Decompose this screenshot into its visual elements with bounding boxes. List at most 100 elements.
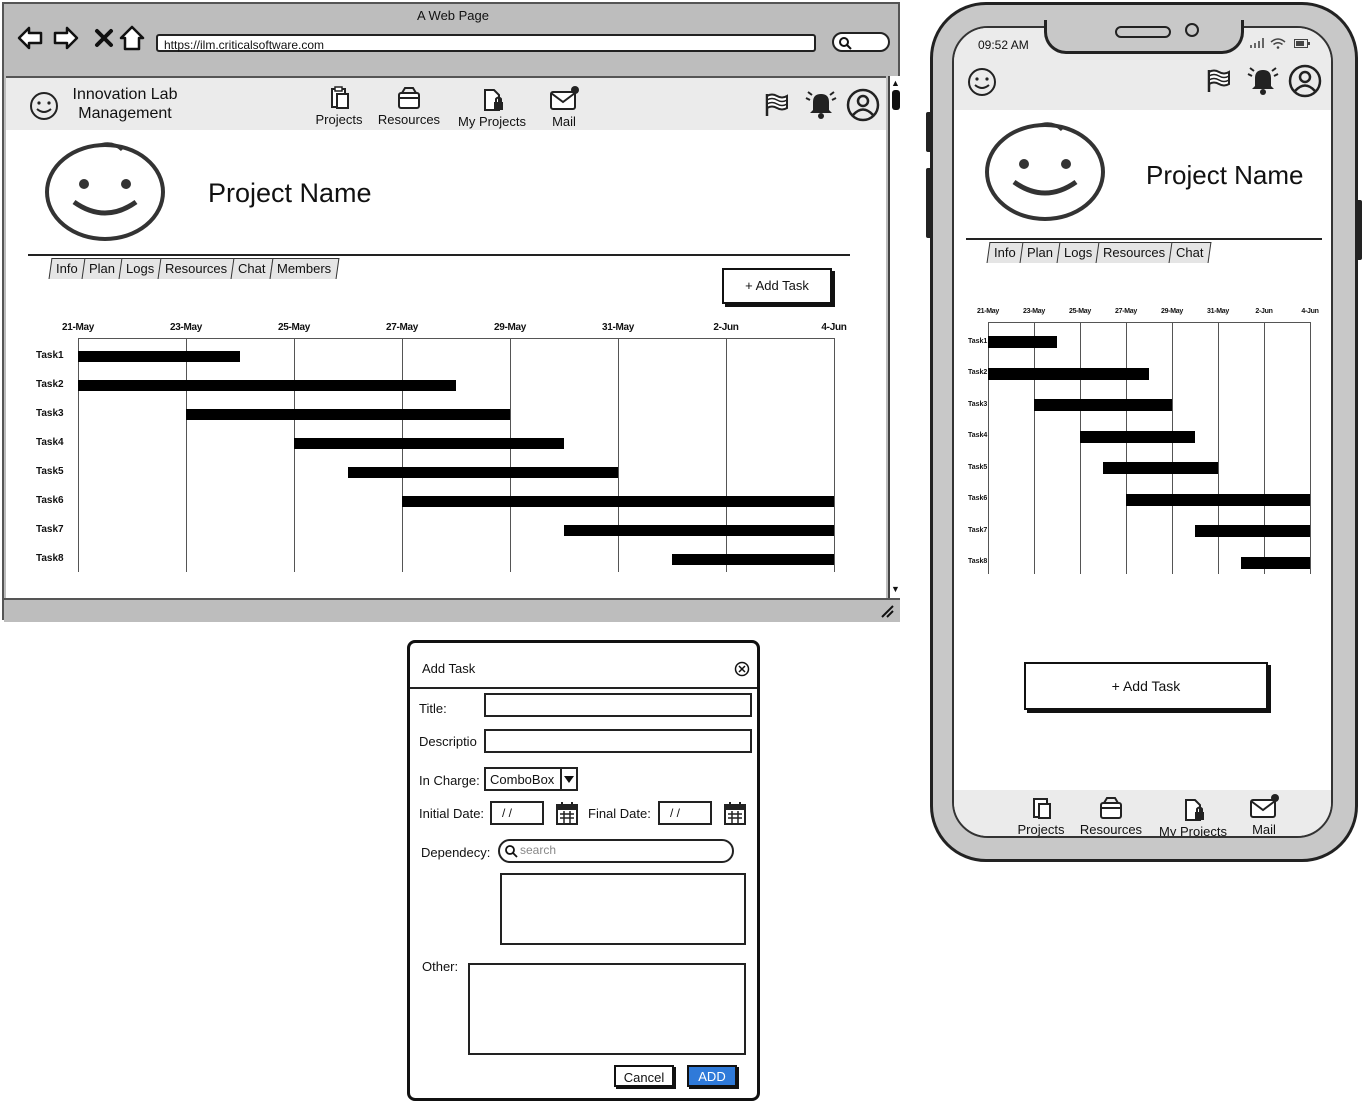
gantt-bar-task3[interactable] bbox=[186, 408, 510, 420]
gantt-bar-task7[interactable] bbox=[1195, 525, 1310, 537]
battery-icon bbox=[1294, 39, 1310, 48]
phone-nav-mail-label: Mail bbox=[1252, 822, 1276, 837]
nav-my-projects[interactable]: My Projects bbox=[456, 88, 528, 129]
desktop-tab-resources[interactable]: Resources bbox=[157, 258, 236, 279]
gantt-task-label: Task7 bbox=[36, 524, 64, 535]
scroll-down-icon[interactable]: ▼ bbox=[891, 584, 900, 594]
other-label: Other: bbox=[422, 959, 459, 974]
gantt-bar-task6[interactable] bbox=[402, 495, 834, 507]
app-header: Innovation Lab Management Projects Resou… bbox=[6, 78, 886, 130]
scroll-up-icon[interactable]: ▲ bbox=[891, 78, 900, 88]
user-icon[interactable] bbox=[846, 88, 880, 122]
gantt-bar-task2[interactable] bbox=[78, 379, 456, 391]
nav-resources-label: Resources bbox=[377, 112, 441, 127]
phone-nav-mail[interactable]: Mail bbox=[1244, 794, 1284, 837]
vertical-scrollbar[interactable]: ▲ ▼ bbox=[888, 76, 904, 598]
phone-project-name: Project Name bbox=[1146, 160, 1304, 190]
scroll-thumb[interactable] bbox=[892, 90, 900, 110]
back-arrow-icon[interactable] bbox=[16, 24, 44, 52]
phone-volume-button bbox=[926, 168, 932, 238]
nav-mail[interactable]: Mail bbox=[542, 86, 586, 129]
dependency-search-input[interactable]: search bbox=[498, 839, 734, 863]
resources-icon bbox=[398, 87, 420, 109]
resize-grip-icon[interactable] bbox=[880, 604, 894, 618]
gantt-bar-task7[interactable] bbox=[564, 524, 834, 536]
gantt-tick-label: 25-May bbox=[277, 322, 311, 333]
add-task-dialog: Add Task Title: Descriptio In Charge: Co… bbox=[407, 640, 760, 1101]
gantt-bar-task6[interactable] bbox=[1126, 493, 1310, 506]
gantt-bar-task3[interactable] bbox=[1034, 399, 1172, 411]
mobile-tab-label: Plan bbox=[1026, 245, 1053, 260]
nav-projects[interactable]: Projects bbox=[312, 86, 366, 127]
mobile-tab-logs[interactable]: Logs bbox=[1056, 242, 1101, 263]
gantt-top-border bbox=[988, 322, 1310, 323]
close-icon[interactable] bbox=[90, 24, 118, 52]
phone-logo-smiley-icon[interactable] bbox=[966, 66, 998, 98]
phone-flag-icon[interactable] bbox=[1206, 68, 1232, 94]
dialog-close-icon[interactable] bbox=[734, 661, 750, 677]
flag-icon[interactable] bbox=[764, 92, 790, 118]
phone-user-icon[interactable] bbox=[1288, 64, 1322, 98]
mobile-tab-resources[interactable]: Resources bbox=[1095, 242, 1174, 263]
dependency-list[interactable] bbox=[500, 873, 746, 945]
gantt-task-label: Task5 bbox=[36, 466, 64, 477]
gantt-bar-task4[interactable] bbox=[294, 437, 564, 449]
desktop-tab-chat[interactable]: Chat bbox=[230, 258, 275, 279]
logo-smiley-icon[interactable] bbox=[28, 90, 60, 122]
gantt-bar-task1[interactable] bbox=[78, 350, 240, 362]
final-date-input[interactable]: / / bbox=[658, 801, 712, 825]
gantt-bar-task2[interactable] bbox=[988, 367, 1149, 380]
phone-add-task-button[interactable]: + Add Task bbox=[1024, 662, 1268, 710]
gantt-bar-task5[interactable] bbox=[1103, 462, 1218, 474]
desktop-tab-label: Logs bbox=[125, 261, 154, 276]
gantt-bar-task8[interactable] bbox=[1241, 556, 1310, 569]
gantt-top-border bbox=[78, 338, 834, 339]
title-label: Title: bbox=[419, 701, 447, 716]
initial-date-calendar-icon[interactable] bbox=[556, 801, 578, 825]
final-date-calendar-icon[interactable] bbox=[724, 801, 746, 825]
mobile-tab-info[interactable]: Info bbox=[986, 242, 1025, 263]
forward-arrow-icon[interactable] bbox=[52, 24, 80, 52]
mobile-tab-plan[interactable]: Plan bbox=[1019, 242, 1062, 263]
gantt-tick-label: 27-May bbox=[1115, 308, 1137, 315]
desktop-tab-info[interactable]: Info bbox=[48, 258, 87, 279]
gantt-gridline bbox=[1310, 322, 1311, 574]
browser-search-field[interactable] bbox=[832, 32, 890, 52]
chevron-down-icon[interactable] bbox=[564, 776, 574, 784]
gantt-bar-task8[interactable] bbox=[672, 553, 834, 565]
gantt-tick-label: 2-Jun bbox=[1255, 308, 1273, 315]
nav-resources[interactable]: Resources bbox=[374, 86, 444, 127]
in-charge-combobox[interactable]: ComboBox bbox=[484, 767, 578, 791]
mobile-tab-chat[interactable]: Chat bbox=[1168, 242, 1213, 263]
description-input[interactable] bbox=[484, 729, 752, 753]
mobile-tab-label: Logs bbox=[1063, 245, 1092, 260]
desktop-tab-members[interactable]: Members bbox=[269, 258, 340, 279]
gantt-task-label: Task2 bbox=[968, 369, 988, 376]
desktop-tab-plan[interactable]: Plan bbox=[81, 258, 124, 279]
other-textarea[interactable] bbox=[468, 963, 746, 1055]
title-input[interactable] bbox=[484, 693, 752, 717]
desktop-tab-label: Chat bbox=[238, 261, 266, 276]
desktop-tab-logs[interactable]: Logs bbox=[118, 258, 163, 279]
header-divider bbox=[28, 254, 850, 256]
url-input[interactable]: https://ilm.criticalsoftware.com bbox=[156, 34, 816, 52]
phone-nav-my-projects[interactable]: My Projects bbox=[1156, 798, 1230, 836]
gantt-bar-task5[interactable] bbox=[348, 466, 618, 478]
phone-nav-resources[interactable]: Resources bbox=[1076, 796, 1146, 836]
gantt-tick-label: 4-Jun bbox=[821, 322, 847, 333]
bell-icon[interactable] bbox=[804, 88, 838, 120]
phone-nav-projects[interactable]: Projects bbox=[1014, 796, 1068, 836]
phone-bell-icon[interactable] bbox=[1246, 64, 1280, 96]
initial-date-input[interactable]: / / bbox=[490, 801, 544, 825]
desktop-tab-label: Resources bbox=[164, 261, 228, 276]
cancel-button[interactable]: Cancel bbox=[614, 1065, 674, 1087]
home-icon[interactable] bbox=[118, 24, 146, 52]
add-task-button[interactable]: + Add Task bbox=[722, 268, 832, 304]
gantt-task-label: Task4 bbox=[968, 432, 988, 439]
gantt-bar-task1[interactable] bbox=[988, 336, 1057, 348]
gantt-bar-task4[interactable] bbox=[1080, 430, 1195, 443]
gantt-tick-label: 31-May bbox=[1207, 308, 1229, 315]
add-button[interactable]: ADD bbox=[687, 1065, 737, 1087]
gantt-tick-label: 25-May bbox=[1069, 308, 1091, 315]
